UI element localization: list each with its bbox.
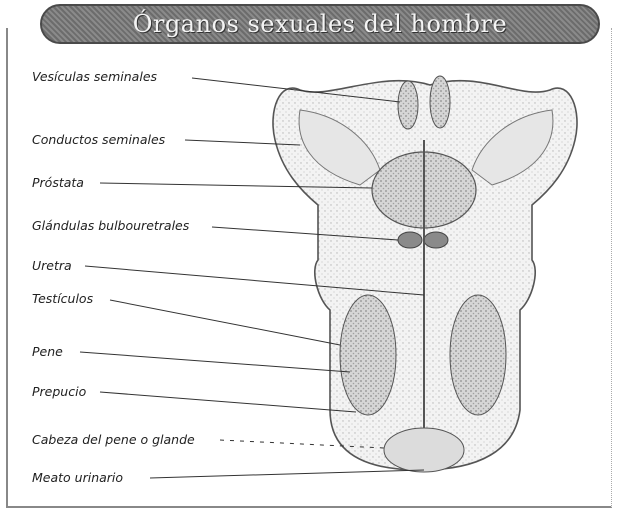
label-uretra: Uretra — [32, 258, 72, 273]
bulbourethral-gland-left — [398, 232, 422, 248]
label-glandulas: Glándulas bulbouretrales — [32, 218, 189, 233]
label-vesiculas: Vesículas seminales — [32, 69, 157, 84]
seminal-vesicle-left — [398, 81, 418, 129]
label-testiculos: Testículos — [32, 291, 93, 306]
label-meato: Meato urinario — [32, 470, 123, 485]
label-conductos: Conductos seminales — [32, 132, 165, 147]
testis-right — [450, 295, 506, 415]
leader-testiculos — [110, 300, 340, 345]
label-pene: Pene — [32, 344, 63, 359]
leader-pene — [80, 352, 350, 372]
label-cabeza: Cabeza del pene o glande — [32, 432, 195, 447]
label-prostata: Próstata — [32, 175, 84, 190]
bulbourethral-gland-right — [424, 232, 448, 248]
leader-prepucio — [100, 392, 356, 412]
seminal-vesicle-right — [430, 76, 450, 128]
glans-shape — [384, 428, 464, 472]
testis-left — [340, 295, 396, 415]
label-prepucio: Prepucio — [32, 384, 86, 399]
leader-meato — [150, 470, 424, 478]
